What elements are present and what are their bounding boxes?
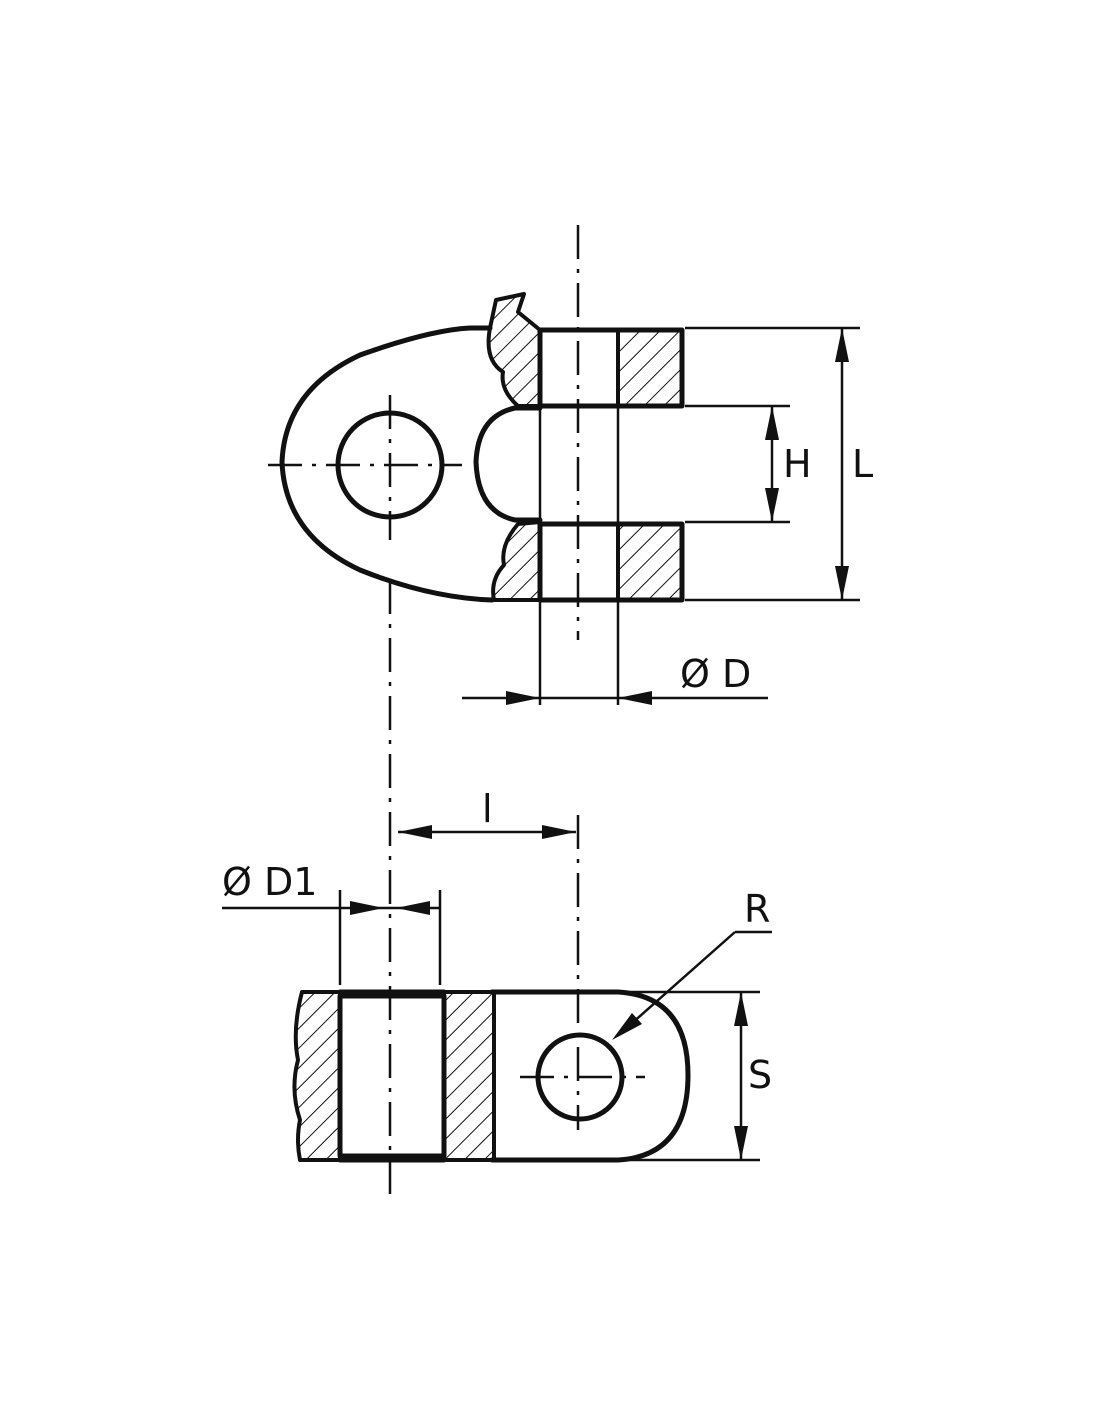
- dimension-label-small-l: l: [482, 787, 493, 831]
- top-view-body-outline: [279, 325, 495, 603]
- dimension-r: R: [612, 887, 772, 1040]
- top-view: [268, 225, 685, 640]
- dimension-small-l: l: [398, 787, 576, 839]
- top-view-slot: [473, 405, 543, 523]
- dimension-label-l: L: [852, 442, 873, 486]
- top-view-lower-break-section: [491, 520, 542, 602]
- bottom-view: [292, 580, 691, 1195]
- dimension-d1: Ø D1: [222, 860, 442, 985]
- dimension-label-s: S: [748, 1053, 772, 1097]
- dimension-label-d: Ø D: [680, 652, 751, 696]
- dimension-label-h: H: [783, 442, 812, 486]
- top-view-upper-prong-hatch: [616, 328, 684, 408]
- dimension-l: L: [685, 326, 873, 602]
- top-view-lower-prong-hatch: [616, 522, 684, 602]
- dimension-label-d1: Ø D1: [222, 860, 317, 904]
- dimension-h: H: [685, 404, 812, 524]
- dimension-s: S: [620, 990, 772, 1162]
- bottom-view-left-section: [292, 990, 342, 1162]
- dimension-label-r: R: [744, 887, 770, 931]
- bottom-view-bore: [337, 993, 447, 1159]
- bottom-view-body-outline: [489, 989, 691, 1163]
- dimension-d: Ø D: [462, 600, 768, 705]
- top-view-upper-break-section: [486, 292, 542, 408]
- bottom-view-right-wall-section: [442, 990, 496, 1162]
